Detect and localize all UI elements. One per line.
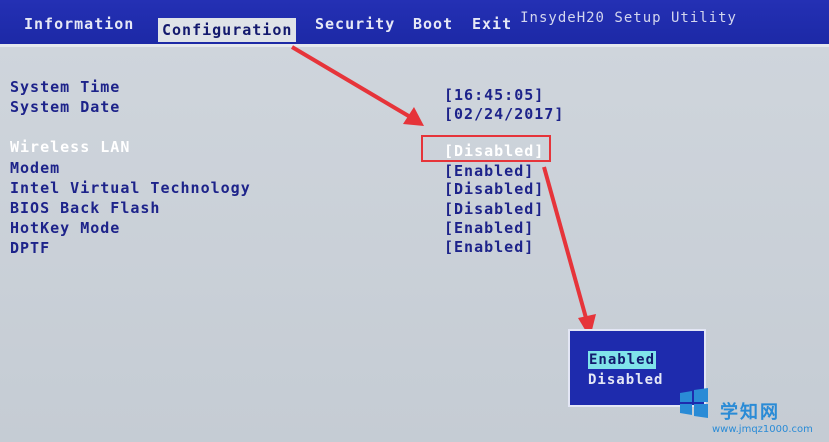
setting-value-modem[interactable]: [Enabled] <box>444 162 535 180</box>
tab-information[interactable]: Information <box>24 15 135 33</box>
annotation-arrow-line <box>542 166 588 319</box>
option-disabled[interactable]: Disabled <box>588 372 664 388</box>
watermark-url: www.jmqz1000.com <box>712 424 813 435</box>
setting-value-bios-back-flash[interactable]: [Disabled] <box>444 200 545 218</box>
tab-security[interactable]: Security <box>315 15 396 33</box>
setting-label-bios-back-flash[interactable]: BIOS Back Flash <box>10 199 161 217</box>
setting-label-intel-virtual-technology[interactable]: Intel Virtual Technology <box>10 179 251 197</box>
setting-label-system-time[interactable]: System Time <box>10 78 121 96</box>
tab-configuration[interactable]: Configuration <box>158 18 297 42</box>
option-enabled[interactable]: Enabled <box>588 351 657 369</box>
setting-value-system-time[interactable]: [16:45:05] <box>444 86 545 104</box>
annotation-highlight-box <box>421 135 551 162</box>
windows-logo-icon <box>680 388 708 418</box>
setting-label-hotkey-mode[interactable]: HotKey Mode <box>10 219 121 237</box>
menu-bar <box>0 0 829 44</box>
setting-value-hotkey-mode[interactable]: [Enabled] <box>444 219 535 237</box>
tab-exit[interactable]: Exit <box>472 15 513 33</box>
setting-label-system-date[interactable]: System Date <box>10 98 121 116</box>
setting-value-system-date[interactable]: [02/24/2017] <box>444 105 565 123</box>
panel-divider <box>0 44 829 47</box>
setting-label-modem[interactable]: Modem <box>10 159 61 177</box>
setting-value-intel-virtual-technology[interactable]: [Disabled] <box>444 180 545 198</box>
tab-boot[interactable]: Boot <box>413 15 454 33</box>
annotation-arrow-head <box>403 107 424 126</box>
setup-utility-brand: InsydeH20 Setup Utility <box>520 10 737 26</box>
watermark-title: 学知网 <box>720 402 780 423</box>
setting-value-wireless-lan[interactable]: [Disabled] <box>444 142 545 160</box>
annotation-arrow-line <box>290 45 414 120</box>
setting-label-wireless-lan[interactable]: Wireless LAN <box>10 138 131 156</box>
setting-value-dptf[interactable]: [Enabled] <box>444 238 535 256</box>
setting-label-dptf[interactable]: DPTF <box>10 239 51 257</box>
